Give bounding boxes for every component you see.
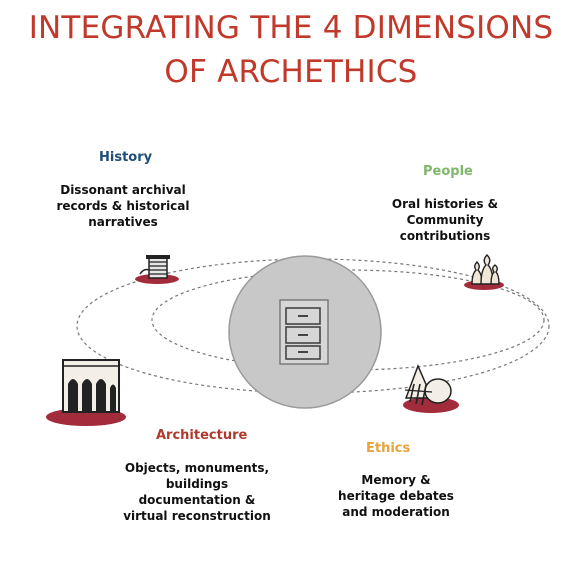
- architecture-desc-line: documentation &: [138, 493, 256, 507]
- page-title: INTEGRATING THE 4 DIMENSIONS OF ARCHETHI…: [0, 6, 582, 94]
- architecture-desc-line: virtual reconstruction: [123, 509, 271, 523]
- architecture-desc-line: Objects, monuments,: [124, 461, 270, 475]
- filing-cabinet-icon: [279, 299, 329, 365]
- shapes-icon: [403, 364, 459, 413]
- people-desc-line: contributions: [399, 229, 491, 243]
- history-desc-line: narratives: [88, 215, 158, 229]
- history-desc-line: Dissonant archival: [60, 183, 186, 197]
- history-description: Dissonant archival records & historical …: [48, 182, 198, 230]
- architecture-description: Objects, monuments, buildings documentat…: [110, 460, 284, 524]
- people-desc-line: Community: [406, 213, 484, 227]
- spool-icon: [135, 255, 179, 284]
- history-desc-line: records & historical: [56, 199, 190, 213]
- people-description: Oral histories & Community contributions: [375, 196, 515, 244]
- history-title: History: [99, 150, 153, 165]
- ethics-title: Ethics: [366, 441, 411, 456]
- people-desc-line: Oral histories &: [391, 197, 499, 211]
- title-line-2: OF ARCHETHICS: [164, 54, 418, 90]
- architecture-desc-line: buildings: [165, 477, 229, 491]
- ethics-description: Memory & heritage debates and moderation: [326, 472, 466, 520]
- people-figures-icon: [464, 254, 504, 290]
- architecture-title: Architecture: [156, 428, 248, 443]
- ethics-desc-line: heritage debates: [338, 489, 454, 503]
- ethics-desc-line: and moderation: [342, 505, 450, 519]
- arches-icon: [46, 359, 126, 426]
- title-line-1: INTEGRATING THE 4 DIMENSIONS: [28, 10, 554, 46]
- people-title: People: [423, 164, 473, 179]
- ethics-desc-line: Memory &: [361, 473, 431, 487]
